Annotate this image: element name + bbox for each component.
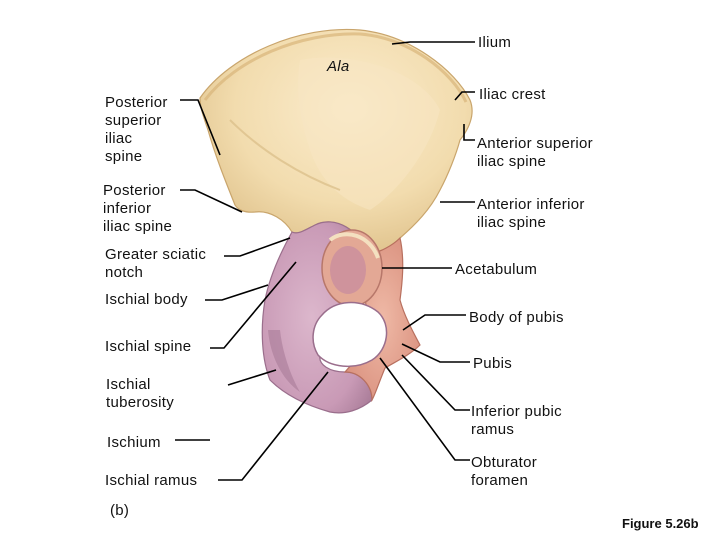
body-of-pubis-label: Body of pubis <box>469 309 564 326</box>
iliac-crest-rim <box>203 32 468 103</box>
iliac-crest-label: Iliac crest <box>479 86 546 103</box>
inferior-pubic-ramus-label: Inferior pubic ramus <box>471 403 562 438</box>
pubis-label: Pubis <box>473 355 513 372</box>
leader-ischial-ramus <box>218 371 329 481</box>
leader-asis <box>463 124 475 141</box>
ischial-tuberosity-shade <box>268 330 300 392</box>
ischial-body-label: Ischial body <box>105 291 188 308</box>
figure-caption: Figure 5.26b <box>622 516 699 531</box>
piis-label: Posterior inferior iliac spine <box>103 182 173 235</box>
ischial-spine-label: Ischial spine <box>105 338 192 355</box>
leader-inferior-pubic-ramus <box>401 354 470 411</box>
ischial-ramus-label: Ischial ramus <box>105 472 198 489</box>
acetabulum-label: Acetabulum <box>455 261 538 278</box>
obturator-foramen-label: Obturator foramen <box>471 454 538 489</box>
leader-pubis <box>401 343 470 363</box>
ilium-label: Ilium <box>478 34 512 51</box>
leader-ischial-spine <box>210 261 297 349</box>
psis-label: Posterior superior iliac spine <box>105 94 168 165</box>
leader-psis <box>180 99 221 156</box>
aiis-label: Anterior inferior iliac spine <box>477 196 585 231</box>
leader-greater-sciatic-notch <box>224 237 291 257</box>
greater-sciatic-notch-label: Greater sciatic notch <box>105 246 207 281</box>
acetabulum-rim <box>328 232 380 259</box>
leader-ischial-tuberosity <box>227 369 277 386</box>
ala-label: Ala <box>327 58 350 75</box>
acetabulum-fossa <box>330 246 366 294</box>
leader-iliac-crest <box>454 91 475 101</box>
leader-piis <box>180 189 243 213</box>
leader-obturator-foramen <box>379 357 470 461</box>
leader-lines <box>175 41 475 481</box>
ischium-label: Ischium <box>107 434 161 451</box>
ischial-tuberosity-label: Ischial tuberosity <box>106 376 175 411</box>
leader-ilium <box>391 41 475 45</box>
panel-label: (b) <box>110 502 130 519</box>
asis-label: Anterior superior iliac spine <box>477 135 593 170</box>
ilium-fossa-shade <box>298 57 440 210</box>
leader-ischial-body <box>205 284 269 301</box>
gluteal-line <box>229 119 341 191</box>
leader-body-of-pubis <box>402 314 466 331</box>
obturator-foramen-shape <box>312 301 388 367</box>
